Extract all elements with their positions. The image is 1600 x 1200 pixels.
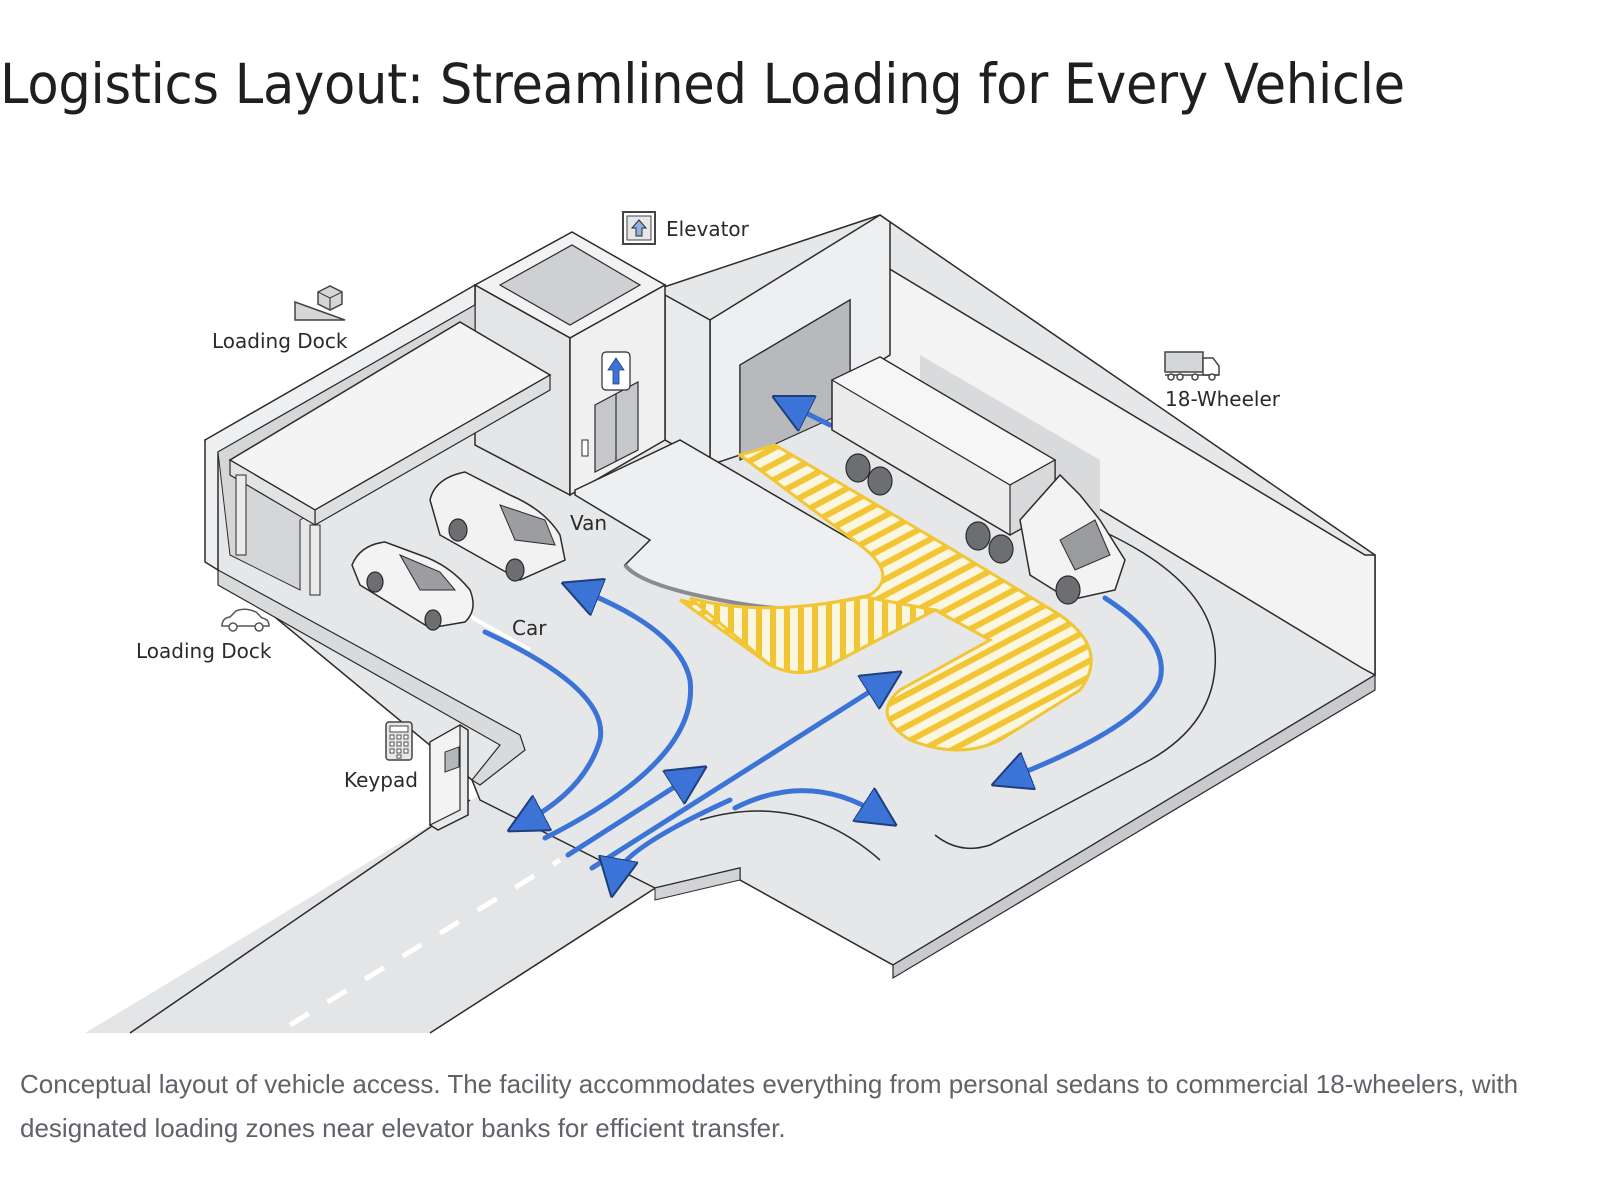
label-keypad: Keypad <box>344 768 418 792</box>
flow-arrow <box>732 791 880 815</box>
label-car: Car <box>512 616 547 640</box>
car-icon <box>221 608 270 632</box>
facility-diagram: Elevator Loading Dock 18-Wheeler Van Car… <box>0 155 1568 1035</box>
ramp-box-icon <box>294 285 346 321</box>
label-elevator: Elevator <box>666 217 750 241</box>
flow-arrow <box>565 777 690 858</box>
flow-arrow <box>589 682 885 871</box>
truck-18-wheeler <box>830 356 1126 605</box>
elevator-up-sign-icon <box>601 351 631 391</box>
elevator-doors <box>581 380 639 473</box>
label-van: Van <box>570 511 607 535</box>
access-road <box>85 795 700 1034</box>
flow-arrow <box>790 405 833 425</box>
traffic-flow-arrows <box>482 405 1164 878</box>
van <box>429 471 566 582</box>
flow-arrow <box>1010 595 1164 778</box>
keypad-pillar[interactable] <box>429 723 469 831</box>
page-title: Logistics Layout: Streamlined Loading fo… <box>0 52 1405 116</box>
flow-arrow <box>542 590 694 841</box>
keypad-icon <box>385 721 413 761</box>
flow-arrow <box>482 629 604 822</box>
loading-zone <box>679 443 1093 752</box>
truck-icon <box>1164 351 1220 381</box>
label-loading-dock-upper: Loading Dock <box>212 329 348 353</box>
parking-structure <box>204 283 552 786</box>
elevator-up-arrow-icon <box>622 211 656 245</box>
flow-arrow <box>615 797 733 878</box>
car <box>351 541 474 631</box>
figure-caption: Conceptual layout of vehicle access. The… <box>20 1069 1519 1143</box>
label-18-wheeler: 18-Wheeler <box>1165 387 1281 411</box>
label-loading-dock-lower: Loading Dock <box>136 639 272 663</box>
lane-curbs <box>699 529 1217 861</box>
